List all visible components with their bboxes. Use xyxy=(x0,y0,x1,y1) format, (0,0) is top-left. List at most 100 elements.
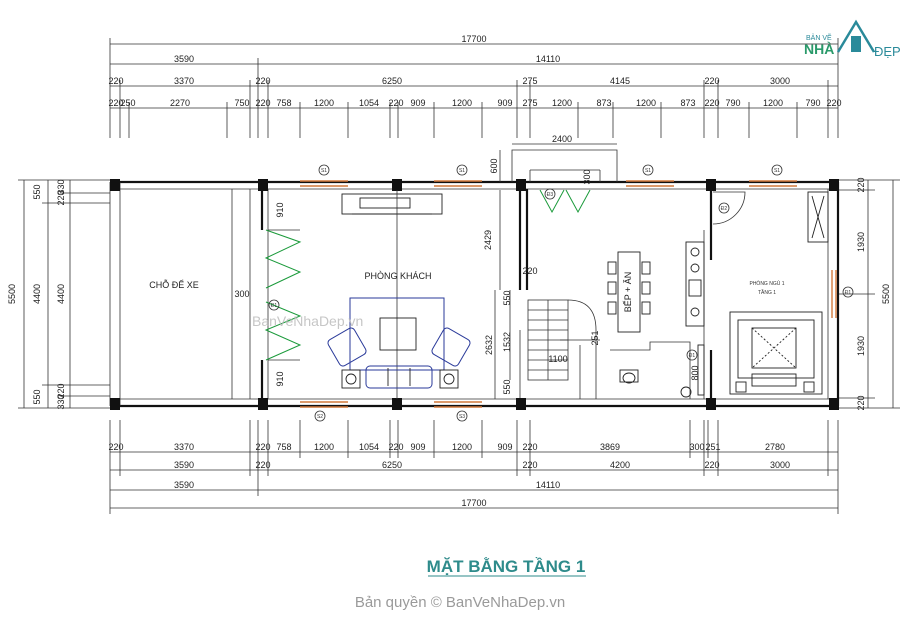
dim-left-550-top: 550 xyxy=(32,184,42,199)
dim-251: 251 xyxy=(590,330,600,345)
dim-top-r3: 6250 xyxy=(382,76,402,86)
dim-bottom-r3: 14110 xyxy=(536,480,560,490)
right-dimensions: 5500 220 1930 1930 220 xyxy=(838,177,900,411)
dim-left-330b: 330 xyxy=(56,394,66,409)
walls xyxy=(109,143,840,408)
dim-top-r3: 220 xyxy=(108,76,123,86)
left-dimensions: 5500 4400 550 4400 550 330 220 220 330 xyxy=(7,179,110,410)
dim-top-3590: 3590 xyxy=(174,54,194,64)
dim-top-r4: 2270 xyxy=(170,98,190,108)
dim-bottom-r1: 909 xyxy=(497,442,512,452)
dim-bottom-r2: 4200 xyxy=(610,460,630,470)
dim-left-mid: 4400 xyxy=(32,284,42,304)
opening-tags: S1 S1 S1 S1 S2 S3 Đ1 Đ2 Đ3 Đ1 Đ1 xyxy=(268,164,854,422)
dim-bottom-r2: 220 xyxy=(255,460,270,470)
dim-bottom-r1: 220 xyxy=(255,442,270,452)
kitchen-door xyxy=(539,189,591,214)
dim-right-outer: 5500 xyxy=(881,284,891,304)
room-label-parking: CHỖ ĐỂ XE xyxy=(149,279,199,290)
dim-bottom-r1: 220 xyxy=(522,442,537,452)
dim-top-r4: 873 xyxy=(596,98,611,108)
brand-logo: BẢN VẼ NHÀ ĐẸP xyxy=(804,19,901,59)
wc xyxy=(619,344,705,398)
dim-top-r4: 758 xyxy=(276,98,291,108)
logo-right: ĐẸP xyxy=(874,44,901,59)
tag-d3: Đ3 xyxy=(547,192,554,198)
dim-bottom-r1: 1200 xyxy=(452,442,472,452)
dim-top-r4: 909 xyxy=(410,98,425,108)
tag-d1: Đ1 xyxy=(271,303,278,309)
columns xyxy=(110,179,839,410)
dim-bottom-r1: 3370 xyxy=(174,442,194,452)
dim-bottom-r1: 300 xyxy=(689,442,704,452)
dim-top-14110: 14110 xyxy=(536,54,560,64)
dim-top-r4: 909 xyxy=(497,98,512,108)
dim-top-r4: 1200 xyxy=(552,98,572,108)
dim-top-r4: 1200 xyxy=(452,98,472,108)
dim-top-r4: 220 xyxy=(255,98,270,108)
dim-220-inner: 220 xyxy=(522,266,537,276)
dim-left-330: 330 xyxy=(56,179,66,194)
sofa-set xyxy=(327,297,471,389)
dim-2632: 2632 xyxy=(484,335,494,355)
dim-550b: 550 xyxy=(502,379,512,394)
dim-300-wall: 300 xyxy=(234,289,249,299)
windows xyxy=(300,180,837,408)
dim-right-1930a: 1930 xyxy=(856,232,866,252)
bed xyxy=(729,311,823,395)
dim-top-r4: 220 xyxy=(704,98,719,108)
tag-s1: S1 xyxy=(645,168,651,174)
logo-left: NHÀ xyxy=(804,41,834,57)
dim-top-r3: 3370 xyxy=(174,76,194,86)
dim-bottom-r1: 758 xyxy=(276,442,291,452)
tag-s1: S1 xyxy=(321,168,327,174)
room-label-kitchen: BẾP + ĂN xyxy=(623,272,633,313)
tag-s2: S2 xyxy=(317,414,323,420)
dim-1532: 1532 xyxy=(502,332,512,352)
dim-right-220b: 220 xyxy=(856,395,866,410)
dim-bottom-r1: 251 xyxy=(705,442,720,452)
dim-top-r4: 250 xyxy=(120,98,135,108)
dim-550a: 550 xyxy=(502,290,512,305)
dim-bottom-r1: 1054 xyxy=(359,442,379,452)
dim-top-r4: 790 xyxy=(805,98,820,108)
room-label-bedroom-floor: TẦNG 1 xyxy=(758,289,776,296)
dim-top-r4: 790 xyxy=(725,98,740,108)
dining-table xyxy=(607,251,651,333)
bedroom-door xyxy=(712,191,746,225)
tag-s1: S1 xyxy=(774,168,780,174)
dim-top-total: 17700 xyxy=(461,34,486,44)
tag-d5: Đ1 xyxy=(689,353,696,359)
tag-d4: Đ1 xyxy=(845,290,852,296)
kitchen-counter xyxy=(685,241,705,327)
dim-top-r4: 1054 xyxy=(359,98,379,108)
dim-top-r3: 275 xyxy=(522,76,537,86)
dim-bottom-r2: 6250 xyxy=(382,460,402,470)
dim-top-r4: 275 xyxy=(522,98,537,108)
dim-910a: 910 xyxy=(275,202,285,217)
dim-top-r3: 220 xyxy=(704,76,719,86)
dim-left-4400: 4400 xyxy=(56,284,66,304)
dim-top-r4: 220 xyxy=(108,98,123,108)
dim-1100: 1100 xyxy=(548,354,567,364)
dim-bottom-r1: 3869 xyxy=(600,442,620,452)
tv-cabinet xyxy=(341,193,443,215)
dim-bottom-r1: 220 xyxy=(388,442,403,452)
dim-right-220: 220 xyxy=(856,177,866,192)
dim-bottom-r2: 3000 xyxy=(770,460,790,470)
dim-bottom-total: 17700 xyxy=(461,498,486,508)
dim-left-550-bot: 550 xyxy=(32,389,42,404)
dim-top-r4: 750 xyxy=(234,98,249,108)
bottom-dimensions: 220 3370 220 758 1200 1054 220 909 1200 … xyxy=(108,420,839,514)
wardrobe xyxy=(807,191,829,243)
dim-left-220: 220 xyxy=(56,190,66,205)
dim-300-box: 300 xyxy=(582,169,592,184)
dim-bottom-r3: 3590 xyxy=(174,480,194,490)
dim-top-r4: 220 xyxy=(388,98,403,108)
dim-top-r4: 873 xyxy=(680,98,695,108)
tag-d2: Đ2 xyxy=(721,206,728,212)
dim-top-r3: 4145 xyxy=(610,76,630,86)
room-label-bedroom: PHÒNG NGỦ 1 xyxy=(749,280,784,287)
dim-bottom-r2: 220 xyxy=(704,460,719,470)
